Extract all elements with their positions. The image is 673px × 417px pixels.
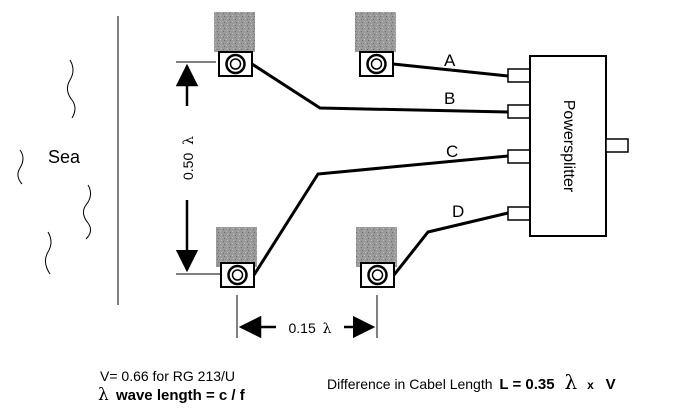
cable-label-a: A bbox=[444, 51, 456, 70]
wavelength-note: λ wave length = c / f bbox=[98, 385, 246, 405]
antenna-bottom-right bbox=[356, 227, 397, 288]
cable-label-c: C bbox=[446, 142, 458, 161]
powersplitter-label: Powersplitter bbox=[560, 100, 577, 193]
splitter-port-d bbox=[507, 206, 531, 221]
sea-label: Sea bbox=[48, 147, 81, 167]
splitter-port-b bbox=[507, 104, 531, 119]
difference-formula-start: L = 0.35 bbox=[499, 376, 554, 393]
antenna-block bbox=[355, 12, 396, 52]
difference-lambda: λ bbox=[565, 370, 578, 394]
horizontal-spacing-value: 0.15 bbox=[288, 320, 315, 336]
cable-a bbox=[392, 62, 509, 78]
cable-b bbox=[251, 62, 509, 114]
cable-length-difference-note: Difference in Cabel Length L = 0.35 λ x … bbox=[327, 370, 616, 394]
cable-label-b: B bbox=[444, 89, 455, 108]
splitter-output-port bbox=[605, 138, 629, 153]
difference-times: x bbox=[587, 378, 594, 392]
connector-outer-ring bbox=[367, 264, 388, 286]
antenna-bottom-left bbox=[216, 227, 257, 288]
wave-mark bbox=[44, 231, 52, 275]
splitter-port-a bbox=[507, 68, 531, 83]
connector-inner-ring bbox=[231, 269, 244, 281]
connector-outer-ring bbox=[227, 264, 248, 286]
wave-mark bbox=[66, 59, 76, 119]
antenna-block bbox=[356, 227, 397, 267]
horizontal-spacing-label: 0.15 λ bbox=[288, 320, 331, 337]
velocity-factor-note: V= 0.66 for RG 213/U bbox=[100, 368, 235, 384]
difference-prefix: Difference in Cabel Length bbox=[327, 376, 493, 392]
antenna-top-right bbox=[355, 12, 396, 77]
cable-d bbox=[392, 211, 509, 276]
connector-inner-ring bbox=[229, 58, 242, 70]
horizontal-spacing-unit: λ bbox=[323, 321, 332, 337]
wave-mark bbox=[82, 184, 92, 240]
difference-v: V bbox=[606, 376, 616, 393]
cable-label-d: D bbox=[452, 202, 464, 221]
wavelength-symbol: λ bbox=[98, 385, 109, 405]
vertical-spacing-value: 0.50 bbox=[180, 153, 196, 180]
antenna-block bbox=[216, 227, 257, 267]
svg-text:0.50 λ: 0.50 λ bbox=[180, 136, 197, 180]
antenna-block bbox=[214, 12, 255, 52]
connector-outer-ring bbox=[225, 53, 246, 75]
powersplitter-box bbox=[529, 55, 607, 237]
wavelength-formula: wave length = c / f bbox=[115, 387, 246, 404]
vertical-spacing-unit: λ bbox=[181, 136, 197, 145]
connector-inner-ring bbox=[371, 269, 384, 281]
antenna-top-left bbox=[214, 12, 255, 77]
wave-mark bbox=[17, 149, 24, 185]
splitter-port-c bbox=[507, 149, 531, 164]
connector-outer-ring bbox=[366, 53, 387, 75]
vertical-spacing-label: 0.50 λ bbox=[180, 136, 197, 180]
connector-inner-ring bbox=[370, 58, 383, 70]
cable-c bbox=[252, 154, 509, 276]
